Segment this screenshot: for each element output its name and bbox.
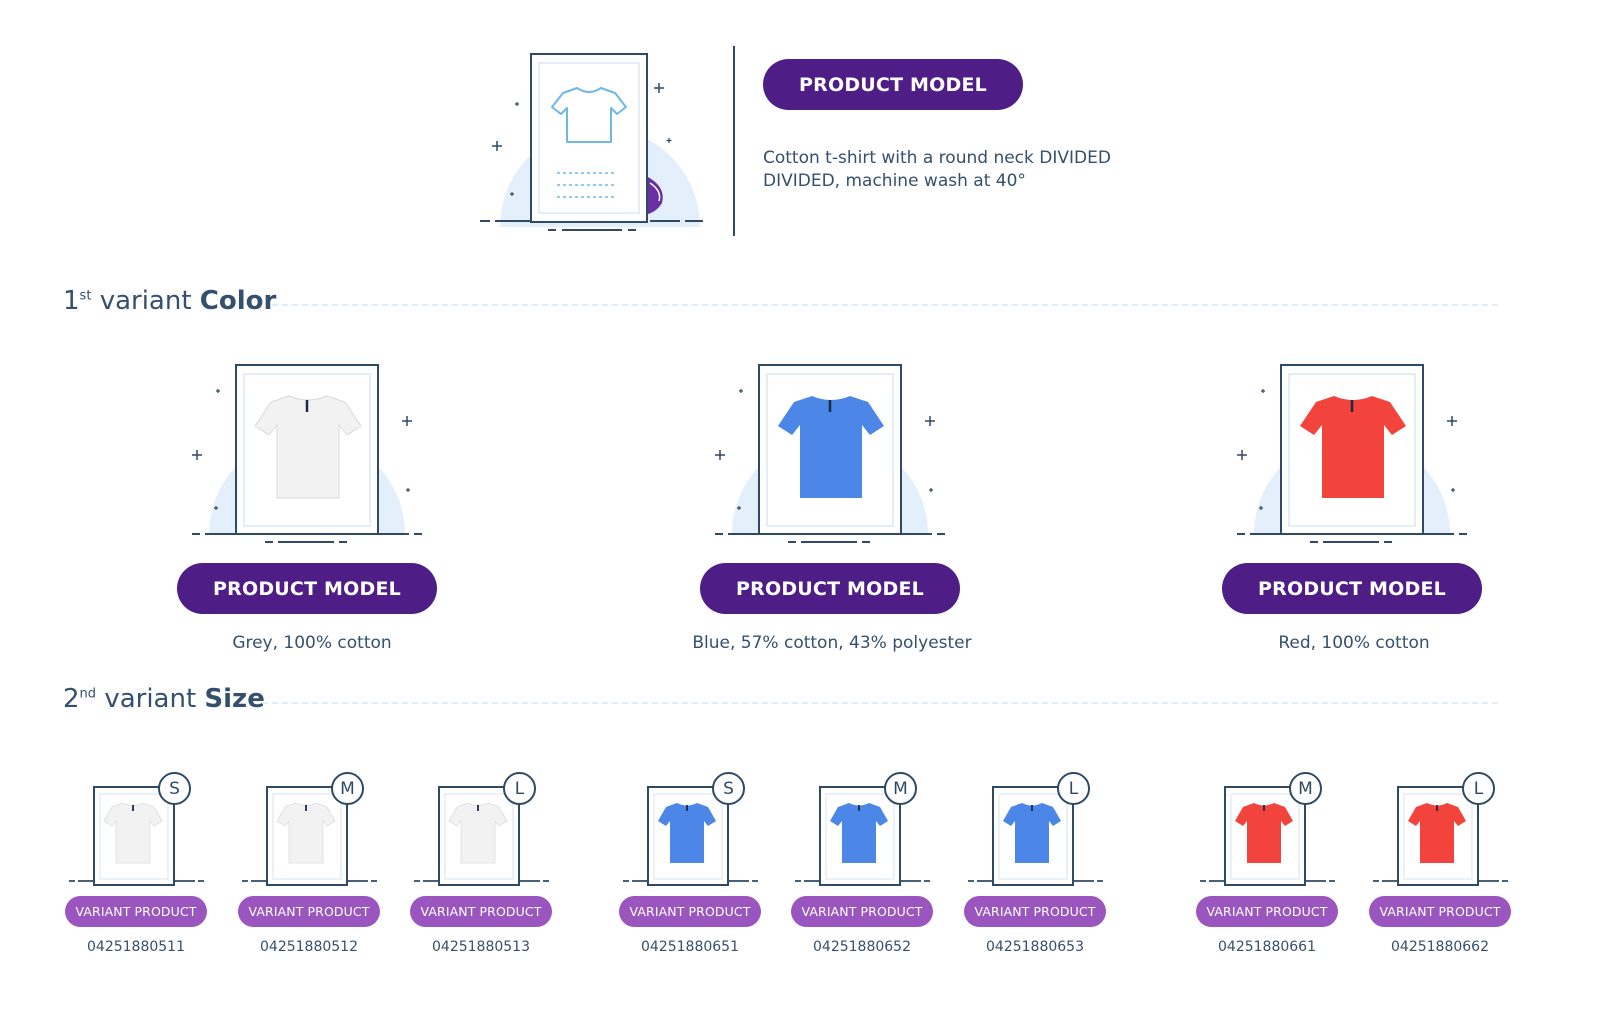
variant-card-6: L VARIANT PRODUCT 04251880653 [964, 770, 1110, 960]
size-badge: L [503, 772, 536, 805]
size-badge: M [331, 772, 364, 805]
variant-sku-value: 04251880653 [986, 939, 1084, 955]
variant-card-5: M VARIANT PRODUCT 04251880652 [791, 770, 937, 960]
color-product-model-pill-grey: PRODUCT MODEL [177, 563, 437, 614]
section1-bold: Color [199, 286, 277, 316]
variant-sku-value: 04251880513 [432, 939, 530, 955]
variant-product-label: VARIANT PRODUCT [75, 904, 197, 919]
variant-card-2: M VARIANT PRODUCT 04251880512 [238, 770, 384, 960]
section1-word: variant [99, 286, 192, 316]
variant-product-label: VARIANT PRODUCT [1206, 904, 1328, 919]
variant-illustration [1200, 786, 1335, 886]
variant-illustration [242, 786, 377, 886]
top-product-description: Cotton t-shirt with a round neck DIVIDED… [763, 148, 1111, 191]
section2-number: 2 [63, 684, 80, 714]
section1-divider [272, 304, 1498, 306]
variant-sku: 04251880662 [1369, 939, 1511, 955]
variant-product-pill: VARIANT PRODUCT [1196, 896, 1338, 927]
variant-product-label: VARIANT PRODUCT [420, 904, 542, 919]
variant-sku-value: 04251880652 [813, 939, 911, 955]
variant-card-3: L VARIANT PRODUCT 04251880513 [410, 770, 556, 960]
variant-product-pill: VARIANT PRODUCT [964, 896, 1106, 927]
color-illustration-grey [192, 364, 422, 543]
variant-sku-value: 04251880661 [1218, 939, 1316, 955]
section2-word: variant [104, 684, 197, 714]
variant-sku-value: 04251880511 [87, 939, 185, 955]
variant-sku-value: 04251880512 [260, 939, 358, 955]
size-badge-label: S [723, 778, 734, 799]
color-desc-blue: Blue, 57% cotton, 43% polyester [692, 633, 972, 653]
variant-product-label: VARIANT PRODUCT [629, 904, 751, 919]
size-badge-label: M [340, 778, 355, 799]
size-badge: S [158, 772, 191, 805]
color-product-model-pill-red: PRODUCT MODEL [1222, 563, 1482, 614]
section1-number: 1 [63, 286, 80, 316]
variant-illustration [414, 786, 549, 886]
variant-card-1: S VARIANT PRODUCT 04251880511 [65, 770, 211, 960]
variant-product-pill: VARIANT PRODUCT [238, 896, 380, 927]
color-desc-red: Red, 100% cotton [1278, 633, 1430, 653]
variant-product-label: VARIANT PRODUCT [1379, 904, 1501, 919]
size-badge-label: M [1298, 778, 1313, 799]
variant-illustration [623, 786, 758, 886]
variant-product-label: VARIANT PRODUCT [248, 904, 370, 919]
size-badge-label: S [169, 778, 180, 799]
variant-card-8: L VARIANT PRODUCT 04251880662 [1369, 770, 1515, 960]
top-vertical-divider [733, 46, 735, 236]
variant-product-label: VARIANT PRODUCT [801, 904, 923, 919]
color-illustration-red [1237, 364, 1467, 543]
variant-illustration [1373, 786, 1508, 886]
variant-product-pill: VARIANT PRODUCT [410, 896, 552, 927]
section1-superscript: st [79, 288, 92, 304]
variant-sku: 04251880653 [964, 939, 1106, 955]
size-badge-label: L [514, 778, 525, 799]
size-badge: L [1462, 772, 1495, 805]
color-illustration-blue [715, 364, 945, 543]
variant-card-4: S VARIANT PRODUCT 04251880651 [619, 770, 765, 960]
size-badge: S [712, 772, 745, 805]
size-badge: M [1289, 772, 1322, 805]
variant-illustration [795, 786, 930, 886]
size-badge-label: M [893, 778, 908, 799]
section-title-size: 2nd variant Size [63, 684, 265, 714]
variant-sku: 04251880511 [65, 939, 207, 955]
top-product-illustration [480, 53, 703, 231]
size-badge: L [1057, 772, 1090, 805]
variant-card-7: M VARIANT PRODUCT 04251880661 [1196, 770, 1342, 960]
variant-illustration [968, 786, 1103, 886]
color-desc-grey: Grey, 100% cotton [232, 633, 392, 653]
size-badge-label: L [1473, 778, 1484, 799]
variant-sku: 04251880651 [619, 939, 761, 955]
size-badge: M [884, 772, 917, 805]
variant-sku-value: 04251880651 [641, 939, 739, 955]
variant-sku-value: 04251880662 [1391, 939, 1489, 955]
variant-illustration [69, 786, 204, 886]
variant-product-pill: VARIANT PRODUCT [791, 896, 933, 927]
top-product-model-pill: PRODUCT MODEL [763, 59, 1023, 110]
color-product-model-pill-blue: PRODUCT MODEL [700, 563, 960, 614]
section2-bold: Size [204, 684, 265, 714]
variant-product-pill: VARIANT PRODUCT [619, 896, 761, 927]
variant-sku: 04251880661 [1196, 939, 1338, 955]
variant-sku: 04251880513 [410, 939, 552, 955]
section2-superscript: nd [79, 686, 97, 702]
variant-sku: 04251880652 [791, 939, 933, 955]
section2-divider [262, 702, 1498, 704]
size-badge-label: L [1068, 778, 1079, 799]
variant-product-pill: VARIANT PRODUCT [1369, 896, 1511, 927]
variant-product-pill: VARIANT PRODUCT [65, 896, 207, 927]
variant-sku: 04251880512 [238, 939, 380, 955]
section-title-color: 1st variant Color [63, 286, 276, 316]
variant-product-label: VARIANT PRODUCT [974, 904, 1096, 919]
